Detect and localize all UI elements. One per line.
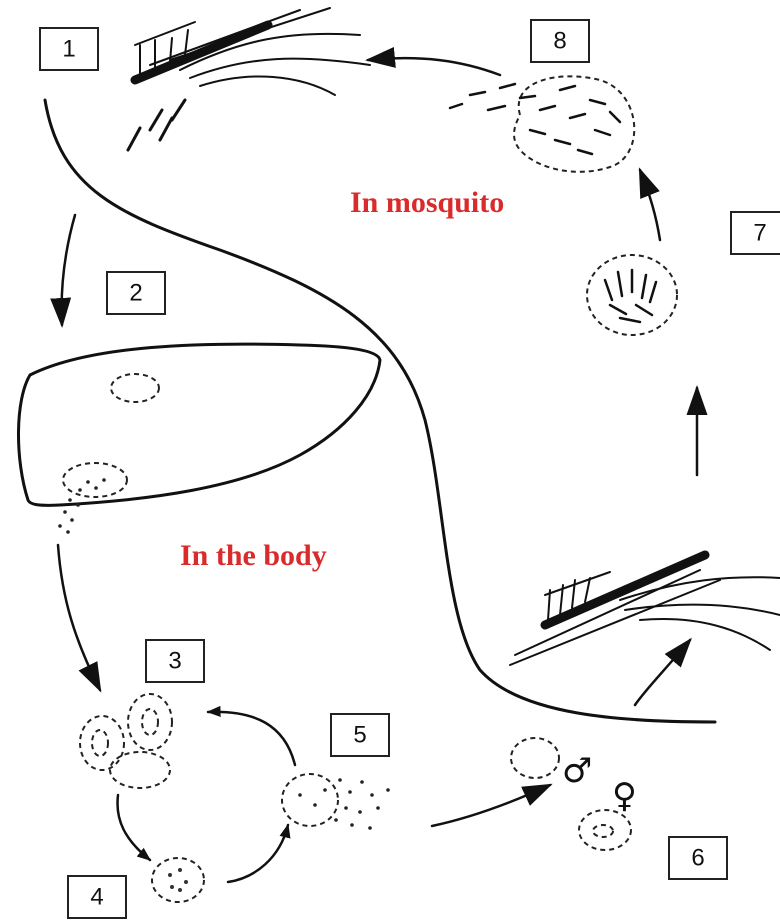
stage-box-8: 8 [531,20,589,62]
stage-number: 1 [62,36,75,63]
arrow-5-to-3 [208,712,295,765]
stage-box-7: 7 [731,212,780,254]
sporozoites-stage-8 [450,76,634,171]
label-in-mosquito: In mosquito [350,186,504,219]
label-in-the-body: In the body [180,539,327,572]
stage-box-1: 1 [40,28,98,70]
mosquito-top [128,8,370,150]
arrow-8-to-1 [368,58,500,75]
stage-number: 2 [129,280,142,307]
arrow-7-to-8 [640,170,660,240]
arrows [58,58,697,882]
schizont-stage-4 [152,858,204,902]
stage-number: 3 [168,648,181,675]
arrow-3-to-4 [117,795,150,860]
stage-number: 8 [553,28,566,55]
rupturing-cell-stage-5 [282,774,390,830]
mosquito-bottom [510,555,780,665]
stage-box-5: 5 [331,714,389,756]
stage-box-3: 3 [146,640,204,682]
red-blood-cells-stage-3 [80,694,172,788]
stage-box-2: 2 [107,272,165,314]
arrow-liver-to-3 [58,545,100,690]
female-symbol: ♀ [612,776,637,816]
stage-number: 5 [353,722,366,749]
stage-number: 7 [753,220,766,247]
stage-box-6: 6 [669,837,727,879]
arrow-1-to-2 [62,215,75,325]
oocyst-stage-7 [587,255,677,335]
arrow-6-to-mosquito [635,640,690,705]
arrow-5-to-6 [432,785,550,826]
stage-number: 6 [691,845,704,872]
male-symbol: ♂ [562,751,592,791]
stage-box-4: 4 [68,876,126,918]
stage-number: 4 [90,884,103,911]
arrow-4-to-5 [228,825,288,882]
liver [18,344,380,534]
